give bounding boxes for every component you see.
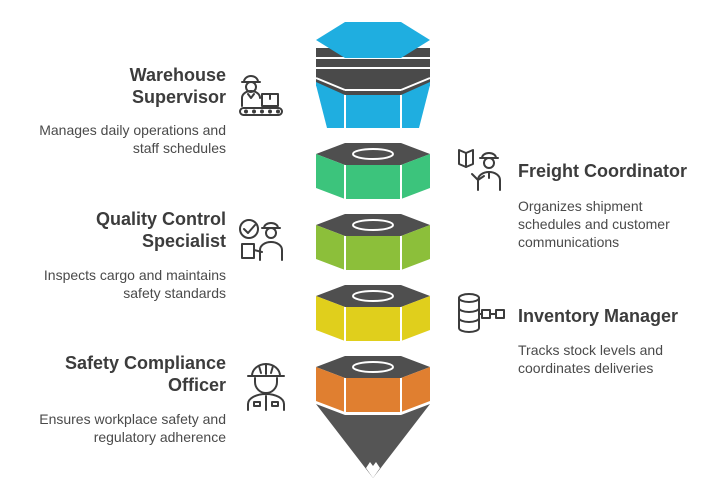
role-description-freight-coordinator: Organizes shipment schedules and custome…	[518, 198, 670, 250]
role-title-quality-control-specialist: Quality Control Specialist	[96, 209, 226, 251]
top-segment	[315, 22, 431, 128]
segment-5	[316, 356, 430, 412]
role-description-safety-compliance-officer: Ensures workplace safety and regulatory …	[39, 411, 226, 445]
role-title-safety-compliance-officer: Safety Compliance Officer	[64, 353, 226, 395]
quality-control-icon	[239, 219, 283, 261]
freight-coordinator-icon	[458, 149, 501, 191]
role-title-inventory-manager: Inventory Manager	[518, 306, 679, 326]
role-title-warehouse-supervisor: Warehouse Supervisor	[129, 65, 226, 107]
warehouse-supervisor-icon	[239, 75, 283, 116]
segment-4	[316, 285, 430, 341]
role-description-inventory-manager: Tracks stock levels and coordinates deli…	[518, 342, 663, 376]
stacked-pencil-graphic	[315, 22, 431, 478]
segment-3	[316, 214, 430, 270]
pencil-tip	[316, 404, 430, 478]
role-title-freight-coordinator: Freight Coordinator	[518, 161, 687, 181]
inventory-database-icon	[458, 293, 505, 333]
segment-2	[316, 143, 430, 199]
role-description-quality-control-specialist: Inspects cargo and maintains safety stan…	[43, 267, 226, 301]
safety-officer-icon	[247, 363, 285, 411]
role-description-warehouse-supervisor: Manages daily operations and staff sched…	[39, 122, 226, 156]
